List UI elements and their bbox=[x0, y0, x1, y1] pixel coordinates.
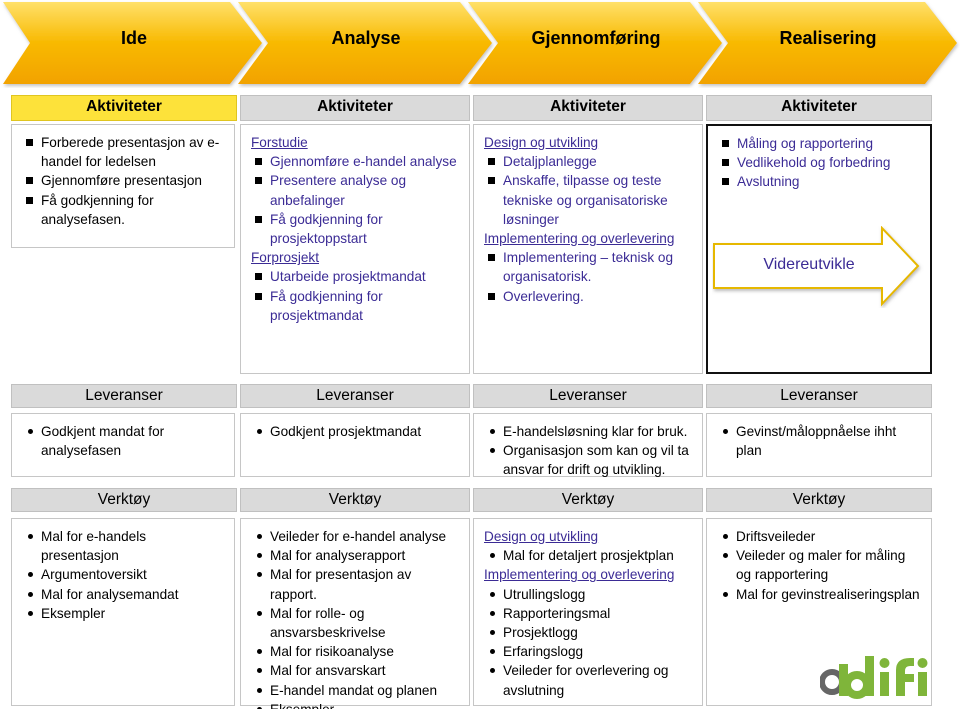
aktiviteter-header-realisering: Aktiviteter bbox=[706, 95, 932, 121]
aktiviteter-list-gjennomforing-1: Detaljplanlegge Anskaffe, tilpasse og te… bbox=[484, 152, 692, 229]
list-item: Utarbeide prosjektmandat bbox=[251, 267, 459, 286]
list-item: Utrullingslogg bbox=[484, 585, 692, 604]
verktoy-header-analyse: Verktøy bbox=[240, 488, 470, 512]
list-item: Mal for rolle- og ansvarsbeskrivelse bbox=[251, 604, 459, 642]
list-item: Implementering – teknisk og organisatori… bbox=[484, 248, 692, 286]
list-item: Forberede presentasjon av e-handel for l… bbox=[22, 133, 224, 171]
aktiviteter-box-gjennomforing: Design og utvikling Detaljplanlegge Ansk… bbox=[473, 124, 703, 374]
phase-chevron-realisering bbox=[698, 2, 957, 84]
list-item: Overlevering. bbox=[484, 287, 692, 306]
phase-gjennomforing-label: Gjennomføring bbox=[531, 28, 661, 48]
list-item: Mal for detaljert prosjektplan bbox=[484, 546, 692, 565]
list-item: Godkjent mandat for analysefasen bbox=[22, 422, 224, 460]
list-item: Vedlikehold og forbedring bbox=[718, 153, 920, 172]
difi-logo bbox=[820, 656, 928, 699]
verktoy-header-gjennomforing: Verktøy bbox=[473, 488, 703, 512]
list-item: Mal for ansvarskart bbox=[251, 661, 459, 680]
section-heading-implementering: Implementering og overlevering bbox=[484, 567, 675, 583]
aktiviteter-list-ide: Forberede presentasjon av e-handel for l… bbox=[22, 133, 224, 229]
aktiviteter-header-gjennomforing: Aktiviteter bbox=[473, 95, 703, 121]
verktoy-box-realisering: Driftsveileder Veileder og maler for mål… bbox=[706, 518, 932, 706]
list-item: Få godkjenning for prosjektmandat bbox=[251, 287, 459, 325]
verktoy-list-gjennomforing-2: Utrullingslogg Rapporteringsmal Prosjekt… bbox=[484, 585, 692, 700]
aktiviteter-header-analyse: Aktiviteter bbox=[240, 95, 470, 121]
list-item: Detaljplanlegge bbox=[484, 152, 692, 171]
list-item: Veileder for overlevering og avslutning bbox=[484, 661, 692, 699]
list-item: Anskaffe, tilpasse og teste tekniske og … bbox=[484, 171, 692, 229]
leveranser-list-ide: Godkjent mandat for analysefasen bbox=[22, 422, 224, 460]
phase-chevron-gjennomforing bbox=[468, 2, 722, 84]
leveranser-header-realisering: Leveranser bbox=[706, 384, 932, 408]
leveranser-list-gjennomforing: E-handelsløsning klar for bruk. Organisa… bbox=[484, 422, 692, 480]
verktoy-list-realisering: Driftsveileder Veileder og maler for mål… bbox=[717, 527, 921, 604]
verktoy-box-analyse: Veileder for e-handel analyse Mal for an… bbox=[240, 518, 470, 709]
list-item: Driftsveileder bbox=[717, 527, 921, 546]
list-item: Erfaringslogg bbox=[484, 642, 692, 661]
leveranser-list-realisering: Gevinst/måloppnåelse ihht plan bbox=[717, 422, 921, 460]
aktiviteter-header-ide: Aktiviteter bbox=[11, 95, 237, 121]
list-item: Mal for analysemandat bbox=[22, 585, 224, 604]
list-item: Mal for e-handels presentasjon bbox=[22, 527, 224, 565]
list-item: Gjennomføre presentasjon bbox=[22, 171, 224, 190]
leveranser-box-realisering: Gevinst/måloppnåelse ihht plan bbox=[706, 413, 932, 477]
phase-ide-label: Ide bbox=[120, 28, 147, 48]
section-heading-forprosjekt: Forprosjekt bbox=[251, 250, 319, 266]
leveranser-box-ide: Godkjent mandat for analysefasen bbox=[11, 413, 235, 477]
aktiviteter-box-analyse: Forstudie Gjennomføre e-handel analyse P… bbox=[240, 124, 470, 374]
leveranser-list-analyse: Godkjent prosjektmandat bbox=[251, 422, 459, 441]
list-item: Få godkjenning for analysefasen. bbox=[22, 191, 224, 229]
list-item: Eksempler bbox=[22, 604, 224, 623]
leveranser-header-ide: Leveranser bbox=[11, 384, 237, 408]
videreutvikle-label: Videreutvikle bbox=[763, 256, 855, 273]
list-item: Gevinst/måloppnåelse ihht plan bbox=[717, 422, 921, 460]
list-item: Måling og rapportering bbox=[718, 134, 920, 153]
list-item: Prosjektlogg bbox=[484, 623, 692, 642]
list-item: E-handel mandat og planen bbox=[251, 681, 459, 700]
verktoy-header-ide: Verktøy bbox=[11, 488, 237, 512]
list-item: Eksempler bbox=[251, 700, 459, 709]
verktoy-list-gjennomforing-1: Mal for detaljert prosjektplan bbox=[484, 546, 692, 565]
list-item: Veileder for e-handel analyse bbox=[251, 527, 459, 546]
leveranser-header-gjennomforing: Leveranser bbox=[473, 384, 703, 408]
list-item: Mal for risikoanalyse bbox=[251, 642, 459, 661]
verktoy-list-ide: Mal for e-handels presentasjon Argumento… bbox=[22, 527, 224, 623]
list-item: Mal for analyserapport bbox=[251, 546, 459, 565]
verktoy-list-analyse: Veileder for e-handel analyse Mal for an… bbox=[251, 527, 459, 709]
leveranser-box-analyse: Godkjent prosjektmandat bbox=[240, 413, 470, 477]
phase-chevrons bbox=[3, 2, 957, 84]
list-item: Veileder og maler for måling og rapporte… bbox=[717, 546, 921, 584]
verktoy-header-realisering: Verktøy bbox=[706, 488, 932, 512]
list-item: Få godkjenning for prosjektoppstart bbox=[251, 210, 459, 248]
verktoy-box-ide: Mal for e-handels presentasjon Argumento… bbox=[11, 518, 235, 706]
list-item: Rapporteringsmal bbox=[484, 604, 692, 623]
videreutvikle-arrow-icon bbox=[713, 226, 920, 307]
section-heading-forstudie: Forstudie bbox=[251, 135, 308, 150]
list-item: Gjennomføre e-handel analyse bbox=[251, 152, 459, 171]
list-item: Avslutning bbox=[718, 172, 920, 191]
list-item: Argumentoversikt bbox=[22, 565, 224, 584]
phase-chevron-ide bbox=[3, 2, 262, 84]
leveranser-header-analyse: Leveranser bbox=[240, 384, 470, 408]
aktiviteter-list-analyse-1: Gjennomføre e-handel analyse Presentere … bbox=[251, 152, 459, 248]
section-heading-design: Design og utvikling bbox=[484, 529, 599, 544]
section-heading-design: Design og utvikling bbox=[484, 135, 599, 150]
aktiviteter-list-realisering: Måling og rapportering Vedlikehold og fo… bbox=[718, 134, 920, 192]
phase-analyse-label: Analyse bbox=[331, 28, 401, 48]
list-item: Organisasjon som kan og vil ta ansvar fo… bbox=[484, 441, 692, 479]
verktoy-box-gjennomforing: Design og utvikling Mal for detaljert pr… bbox=[473, 518, 703, 706]
aktiviteter-box-ide: Forberede presentasjon av e-handel for l… bbox=[11, 124, 235, 248]
list-item: Presentere analyse og anbefalinger bbox=[251, 171, 459, 209]
aktiviteter-list-analyse-2: Utarbeide prosjektmandat Få godkjenning … bbox=[251, 267, 459, 325]
section-heading-implementering: Implementering og overlevering bbox=[484, 231, 675, 247]
phase-chevron-analyse bbox=[238, 2, 492, 84]
list-item: Mal for gevinstrealiseringsplan bbox=[717, 585, 921, 604]
list-item: Mal for presentasjon av rapport. bbox=[251, 565, 459, 603]
phase-realisering-label: Realisering bbox=[779, 28, 877, 48]
list-item: E-handelsløsning klar for bruk. bbox=[484, 422, 692, 441]
list-item: Godkjent prosjektmandat bbox=[251, 422, 459, 441]
leveranser-box-gjennomforing: E-handelsløsning klar for bruk. Organisa… bbox=[473, 413, 703, 477]
aktiviteter-list-gjennomforing-2: Implementering – teknisk og organisatori… bbox=[484, 248, 692, 306]
